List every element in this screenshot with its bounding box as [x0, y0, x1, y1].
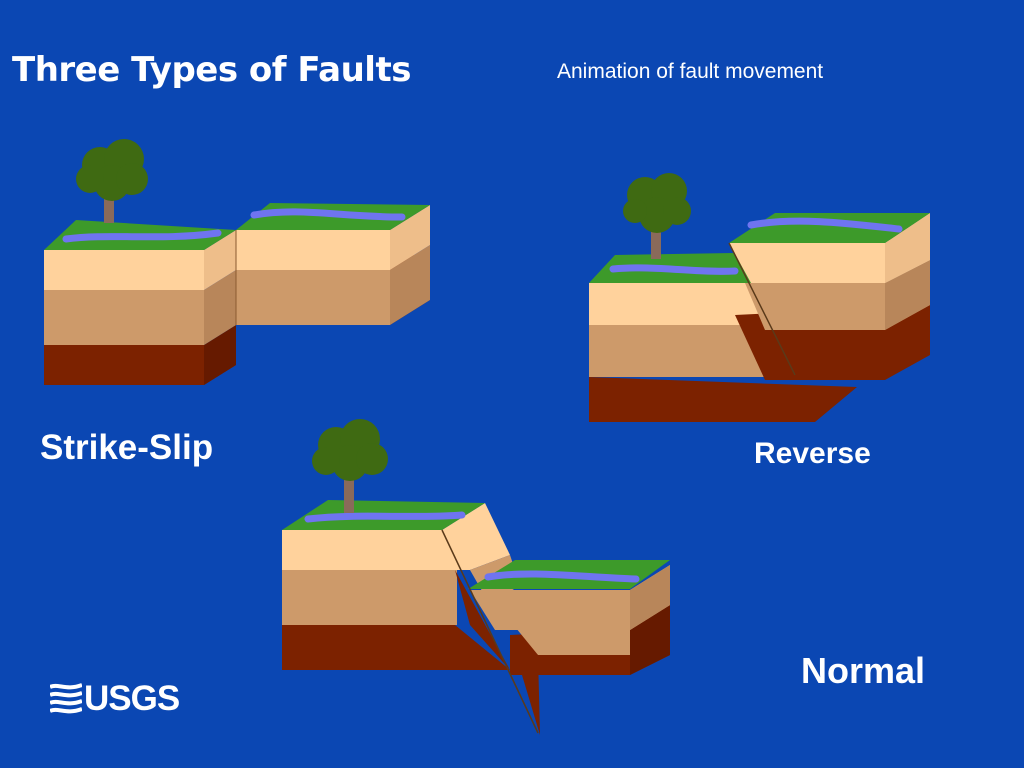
strike-slip-right-block [235, 203, 430, 325]
tree-icon [76, 139, 148, 223]
reverse-diagram [589, 173, 930, 422]
usgs-waves-icon [50, 683, 82, 714]
strike-slip-left-block [44, 220, 236, 385]
usgs-logo: USGS [50, 680, 180, 718]
animation-subtitle: Animation of fault movement [557, 60, 824, 83]
normal-footwall-block [282, 500, 520, 670]
strike-slip-diagram [44, 139, 430, 385]
slide-title: Three Types of Faults [12, 50, 411, 90]
normal-hangingwall-block [441, 529, 670, 735]
usgs-logo-text: USGS [84, 679, 180, 718]
normal-diagram [282, 419, 670, 735]
tree-icon [312, 419, 388, 513]
strike-slip-label: Strike-Slip [40, 428, 214, 467]
normal-label: Normal [801, 650, 926, 691]
reverse-label: Reverse [754, 437, 871, 470]
reverse-hangingwall-block [728, 213, 930, 380]
tree-icon [623, 173, 691, 259]
